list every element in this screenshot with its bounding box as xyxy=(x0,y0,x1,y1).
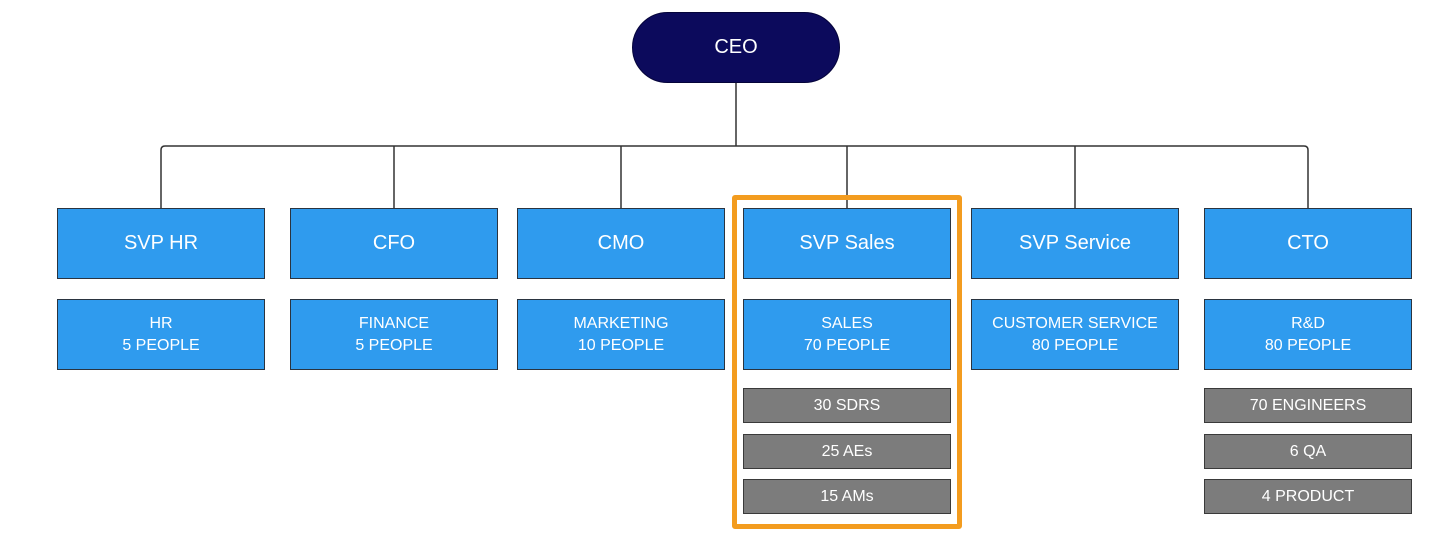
department-name: CUSTOMER SERVICE xyxy=(992,314,1158,332)
ceo-node: CEO xyxy=(632,12,840,83)
department-headcount: 10 PEOPLE xyxy=(577,336,665,354)
hr-department-node: HR 5 PEOPLE xyxy=(57,299,265,370)
ceo-label: CEO xyxy=(714,36,758,58)
finance-department-node: FINANCE 5 PEOPLE xyxy=(290,299,498,370)
team-label: 30 SDRS xyxy=(813,396,881,414)
department-name: HR xyxy=(149,314,173,332)
team-label: 6 QA xyxy=(1289,442,1327,460)
department-name: R&D xyxy=(1291,314,1325,332)
department-name: SALES xyxy=(821,314,873,332)
department-headcount: 80 PEOPLE xyxy=(1264,336,1352,354)
cmo-node: CMO xyxy=(517,208,725,279)
sales-highlight-frame xyxy=(732,195,962,529)
node-title: CFO xyxy=(372,232,416,254)
svp-hr-node: SVP HR xyxy=(57,208,265,279)
department-headcount: 80 PEOPLE xyxy=(1031,336,1119,354)
team-label: 25 AEs xyxy=(821,442,873,460)
node-title: SVP HR xyxy=(123,232,199,254)
cto-node: CTO xyxy=(1204,208,1412,279)
department-name: MARKETING xyxy=(573,314,669,332)
team-node-ams: 15 AMs xyxy=(743,479,951,514)
rnd-department-node: R&D 80 PEOPLE xyxy=(1204,299,1412,370)
department-headcount: 5 PEOPLE xyxy=(122,336,200,354)
team-node-product: 4 PRODUCT xyxy=(1204,479,1412,514)
node-title: SVP Sales xyxy=(799,232,895,254)
team-node-aes: 25 AEs xyxy=(743,434,951,469)
team-node-engineers: 70 ENGINEERS xyxy=(1204,388,1412,423)
node-title: SVP Service xyxy=(1019,232,1131,254)
cfo-node: CFO xyxy=(290,208,498,279)
sales-department-node: SALES 70 PEOPLE xyxy=(743,299,951,370)
node-title: CTO xyxy=(1287,232,1329,254)
team-label: 4 PRODUCT xyxy=(1261,487,1355,505)
marketing-department-node: MARKETING 10 PEOPLE xyxy=(517,299,725,370)
department-headcount: 5 PEOPLE xyxy=(355,336,433,354)
department-headcount: 70 PEOPLE xyxy=(803,336,891,354)
team-label: 70 ENGINEERS xyxy=(1249,396,1367,414)
team-node-sdrs: 30 SDRS xyxy=(743,388,951,423)
department-name: FINANCE xyxy=(358,314,430,332)
svp-sales-node: SVP Sales xyxy=(743,208,951,279)
team-label: 15 AMs xyxy=(820,487,874,505)
svp-service-node: SVP Service xyxy=(971,208,1179,279)
team-node-qa: 6 QA xyxy=(1204,434,1412,469)
customer-service-department-node: CUSTOMER SERVICE 80 PEOPLE xyxy=(971,299,1179,370)
node-title: CMO xyxy=(597,232,645,254)
